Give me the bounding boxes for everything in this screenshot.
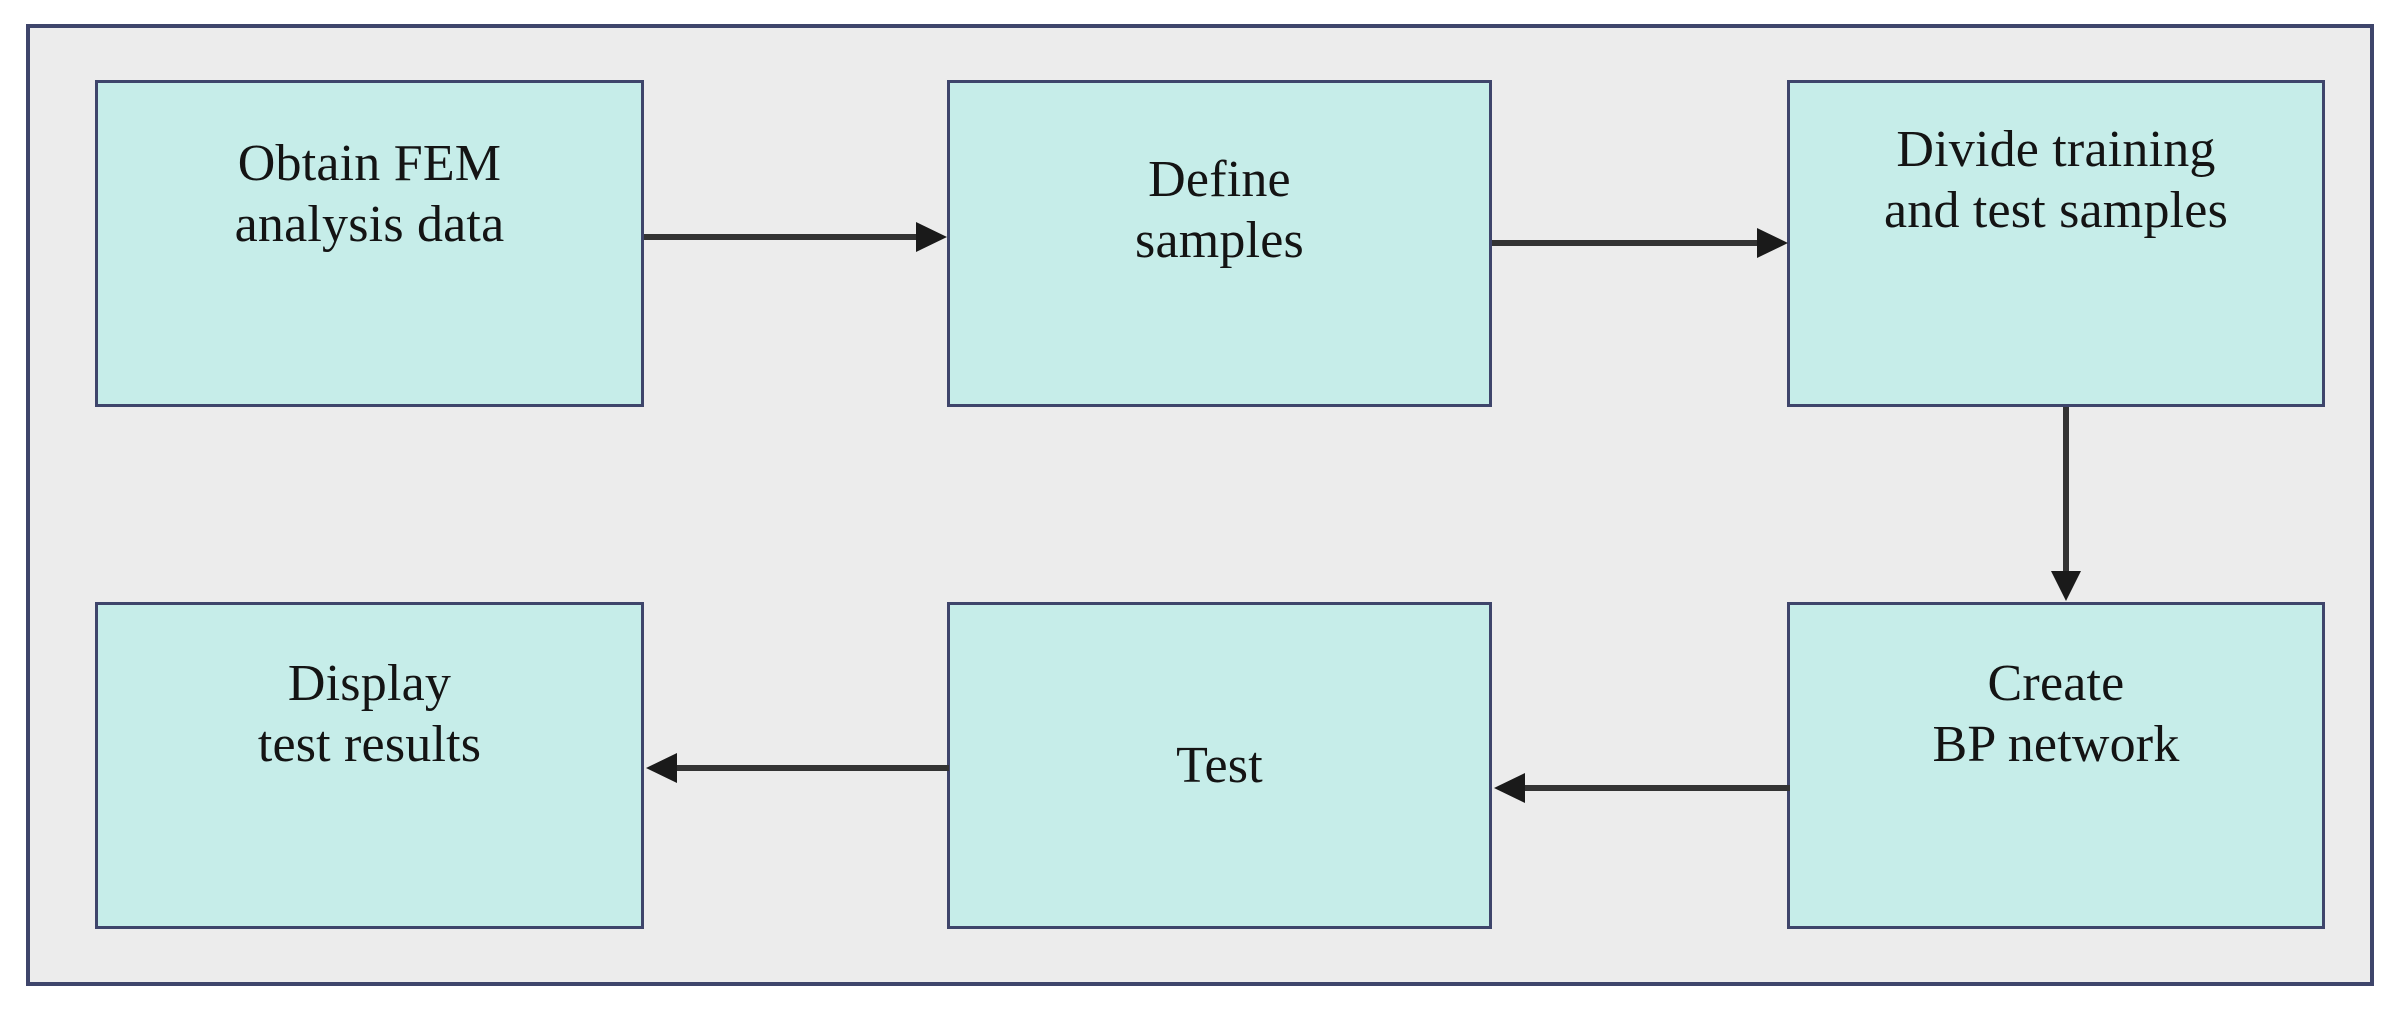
flow-node-create-bp-network-line-1: Create <box>1987 655 2125 712</box>
flow-node-test-line-1: Test <box>1176 736 1263 794</box>
flow-node-divide-samples-line-2: and test samples <box>1883 182 2229 240</box>
flow-node-divide-samples[interactable]: Divide training and test samples <box>1787 80 2325 407</box>
flow-node-display-results[interactable]: Display test results <box>95 602 644 929</box>
flow-node-create-bp-network-line-2: BP network <box>1932 716 2180 774</box>
flow-node-display-results-line-1: Display <box>287 655 452 712</box>
arrow-test-to-display-results <box>644 751 949 785</box>
flow-node-create-bp-network[interactable]: Create BP network <box>1787 602 2325 929</box>
flow-node-obtain-fem[interactable]: Obtain FEM analysis data <box>95 80 644 407</box>
flow-node-test[interactable]: Test <box>947 602 1492 929</box>
arrow-obtain-fem-to-define-samples <box>644 220 949 254</box>
arrow-divide-samples-to-create-bp-network <box>2049 407 2083 603</box>
flow-node-display-results-line-2: test results <box>257 716 482 774</box>
flow-node-obtain-fem-line-2: analysis data <box>234 196 505 254</box>
flow-node-define-samples-line-2: samples <box>1135 212 1304 270</box>
flowchart-frame: Obtain FEM analysis data Define samples … <box>26 24 2374 986</box>
flow-node-obtain-fem-line-1: Obtain FEM <box>237 135 502 192</box>
flow-node-define-samples[interactable]: Define samples <box>947 80 1492 407</box>
arrow-create-bp-network-to-test <box>1492 771 1790 805</box>
flow-node-divide-samples-line-1: Divide training <box>1896 121 2216 178</box>
flow-node-define-samples-line-1: Define <box>1148 151 1291 208</box>
arrow-define-samples-to-divide-samples <box>1492 226 1790 260</box>
